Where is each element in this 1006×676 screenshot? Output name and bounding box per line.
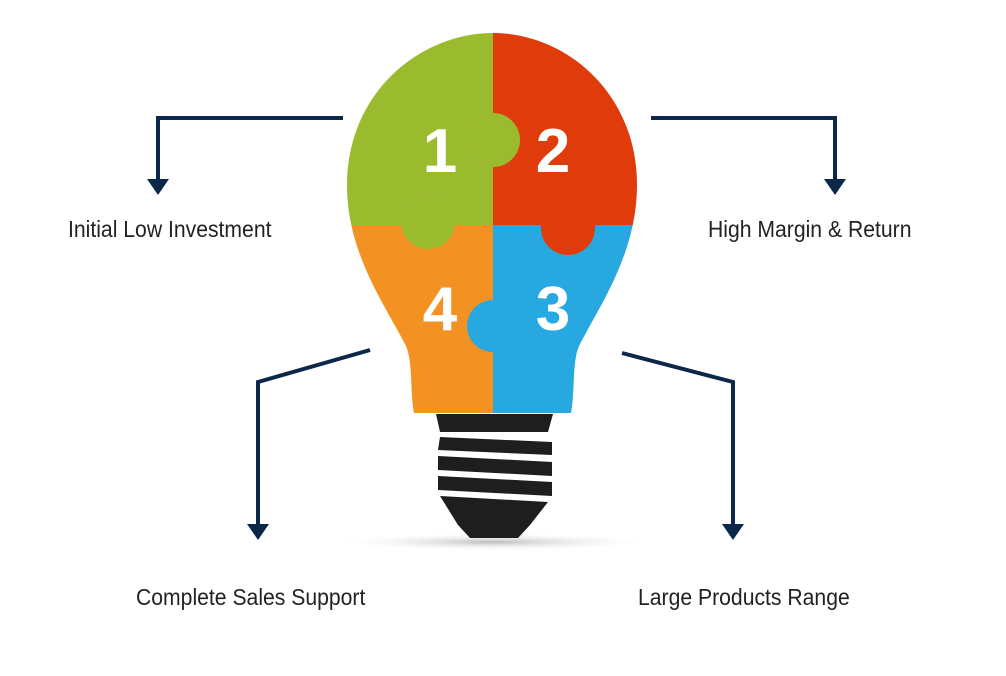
puzzle-knob-3 xyxy=(467,300,519,352)
arrow-top-right-line xyxy=(651,116,837,182)
arrow-top-left-line xyxy=(156,116,343,182)
piece-number-2: 2 xyxy=(536,117,570,186)
arrow-bottom-left-line xyxy=(256,348,371,528)
puzzle-piece-1 xyxy=(347,33,493,225)
puzzle-knob-1 xyxy=(466,113,520,167)
arrow-bottom-right-line xyxy=(621,351,735,528)
piece-number-4: 4 xyxy=(423,275,458,344)
arrow-bottom-left-head xyxy=(247,524,269,540)
piece-number-1: 1 xyxy=(423,117,457,186)
bulb-glass xyxy=(347,33,637,413)
label-high-margin-return: High Margin & Return xyxy=(708,216,912,242)
puzzle-knob-4 xyxy=(401,195,455,249)
connector-arrows xyxy=(156,116,837,528)
label-complete-sales-support: Complete Sales Support xyxy=(136,584,366,610)
puzzle-knob-2 xyxy=(541,201,595,255)
arrow-bottom-right-head xyxy=(722,524,744,540)
label-initial-low-investment: Initial Low Investment xyxy=(68,216,272,242)
label-large-products-range: Large Products Range xyxy=(638,584,850,610)
bulb-screw-base xyxy=(436,414,553,538)
bulb-shadow xyxy=(328,533,658,551)
piece-number-3: 3 xyxy=(536,275,570,344)
arrow-top-right-head xyxy=(824,179,846,195)
arrow-top-left-head xyxy=(147,179,169,195)
